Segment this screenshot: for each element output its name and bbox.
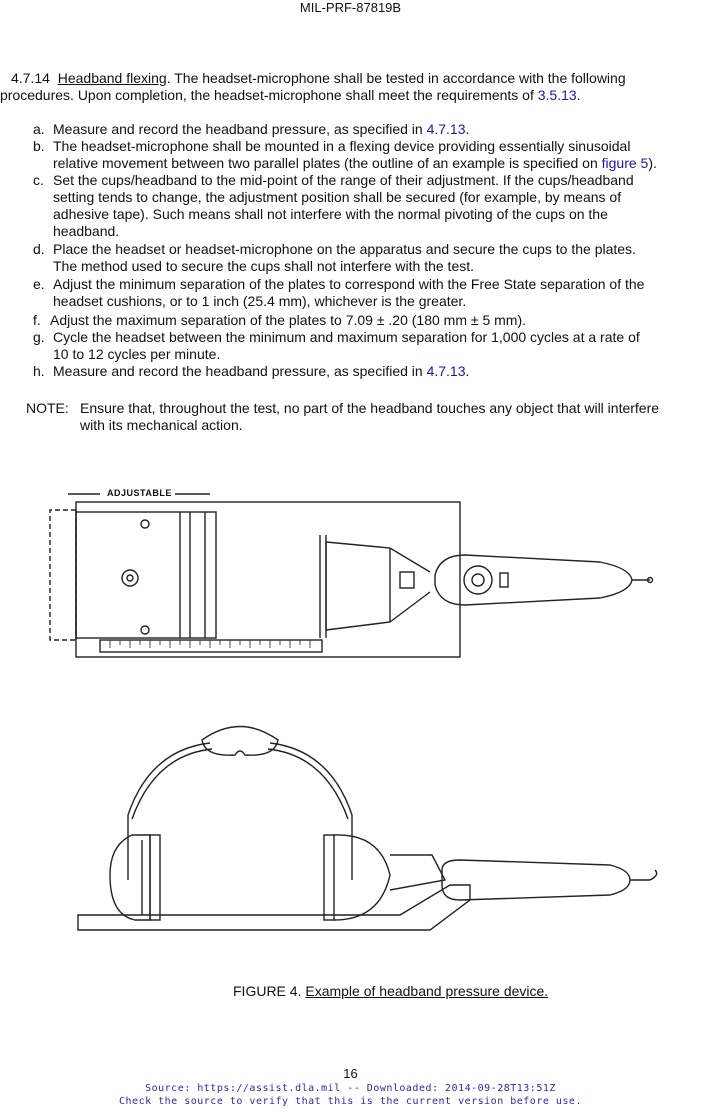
list-item-marker: g. xyxy=(33,329,45,345)
list-item-text: The method used to secure the cups shall… xyxy=(53,258,475,274)
intro-period: . xyxy=(576,87,581,103)
list-item-text: Place the headset or headset-microphone … xyxy=(53,241,636,257)
list-item-text: setting tends to change, the adjustment … xyxy=(53,189,622,205)
list-item-text: Measure and record the headband pressure… xyxy=(53,363,427,379)
footer-source-line: Source: https://assist.dla.mil -- Downlo… xyxy=(145,1083,556,1094)
cross-reference-link[interactable]: 4.7.13 xyxy=(426,121,466,137)
list-item-text: The headset-microphone shall be mounted … xyxy=(53,138,631,154)
ref-link-3-5-13[interactable]: 3.5.13 xyxy=(537,87,577,103)
list-item-line: Cycle the headset between the minimum an… xyxy=(53,329,640,346)
left-ear-cup xyxy=(109,834,151,921)
list-item-text: 10 to 12 cycles per minute. xyxy=(53,346,221,362)
right-plate xyxy=(323,834,335,921)
list-item-marker: d. xyxy=(33,241,45,257)
list-item-text: Adjust the minimum separation of the pla… xyxy=(53,276,645,292)
list-item-line: headset cushions, or to 1 inch (25.4 mm)… xyxy=(53,293,466,310)
list-item-text: adhesive tape). Such means shall not int… xyxy=(53,206,608,222)
cup-mount xyxy=(389,854,447,891)
list-item-punctuation: . xyxy=(465,363,470,379)
note-line-1: Ensure that, throughout the test, no par… xyxy=(80,400,660,416)
list-item-marker: c. xyxy=(33,172,44,188)
figure-caption-prefix: FIGURE 4. xyxy=(233,983,306,999)
intro-text: procedures. Upon completion, the headset… xyxy=(0,87,538,103)
list-item-line: headband. xyxy=(53,223,119,240)
list-item-text: headset cushions, or to 1 inch (25.4 mm)… xyxy=(53,293,467,309)
list-item-punctuation: ). xyxy=(648,155,657,171)
microphone-dial xyxy=(463,565,493,595)
ruler xyxy=(99,639,323,653)
note-label: NOTE: xyxy=(26,400,69,416)
list-item-line: Place the headset or headset-microphone … xyxy=(53,241,636,258)
list-item-line: The headset-microphone shall be mounted … xyxy=(53,138,630,155)
list-item-line: Adjust the maximum separation of the pla… xyxy=(50,312,526,329)
list-item-marker: b. xyxy=(33,138,45,154)
list-item-line: Set the cups/headband to the mid-point o… xyxy=(53,172,634,189)
movable-plate xyxy=(75,511,217,639)
headband-device-top-view xyxy=(49,493,654,658)
section-number: 4.7.14 xyxy=(11,70,50,86)
list-item-punctuation: . xyxy=(465,121,470,137)
note-line-2: with its mechanical action. xyxy=(80,417,243,433)
section-intro-text: . The headset-microphone shall be tested… xyxy=(166,70,626,86)
clip xyxy=(399,571,415,589)
footer-verify-line: Check the source to verify that this is … xyxy=(119,1096,582,1107)
list-item-marker: a. xyxy=(33,121,45,137)
section-intro-line-2: procedures. Upon completion, the headset… xyxy=(0,87,581,104)
list-item-line: 10 to 12 cycles per minute. xyxy=(53,346,220,363)
left-plate xyxy=(149,834,161,921)
right-ear-cup xyxy=(333,834,391,921)
list-item-text: Set the cups/headband to the mid-point o… xyxy=(53,172,634,188)
list-item-marker: e. xyxy=(33,276,45,292)
list-item-line: The method used to secure the cups shall… xyxy=(53,258,474,275)
list-item-text: headband. xyxy=(53,223,120,239)
figure-caption: FIGURE 4. Example of headband pressure d… xyxy=(233,983,548,999)
list-item-line: Measure and record the headband pressure… xyxy=(53,363,469,380)
cup-mount-upper xyxy=(325,541,431,573)
cross-reference-link[interactable]: figure 5 xyxy=(601,155,649,171)
plate-hole-top xyxy=(140,519,150,529)
dashed-plate-outline xyxy=(49,509,76,641)
microphone-body xyxy=(434,554,633,606)
cup-mount-lower xyxy=(325,591,431,631)
list-item-line: relative movement between two parallel p… xyxy=(53,155,657,172)
document-id-header: MIL-PRF-87819B xyxy=(299,0,402,15)
list-item-line: Adjust the minimum separation of the pla… xyxy=(53,276,644,293)
section-title: Headband flexing xyxy=(57,70,167,86)
list-item-marker: h. xyxy=(33,363,45,379)
page-number: 16 xyxy=(343,1066,358,1081)
cross-reference-link[interactable]: 4.7.13 xyxy=(426,363,466,379)
list-item-marker: f. xyxy=(33,312,41,328)
list-item-text: Cycle the headset between the minimum an… xyxy=(53,329,640,345)
headband-device-side-view xyxy=(77,725,658,931)
headband-left xyxy=(127,742,211,816)
section-intro-line-1: 4.7.14 Headband flexing. The headset-mic… xyxy=(11,70,626,87)
plate-center-knob xyxy=(121,569,139,587)
microphone-switch xyxy=(499,572,509,588)
base-plate xyxy=(75,501,461,658)
list-item-text: relative movement between two parallel p… xyxy=(53,155,602,171)
list-item-line: Measure and record the headband pressure… xyxy=(53,121,469,138)
device-base xyxy=(77,884,471,931)
figure-caption-title: Example of headband pressure device. xyxy=(305,983,549,999)
list-item-line: setting tends to change, the adjustment … xyxy=(53,189,621,206)
headband-pad xyxy=(201,725,279,756)
list-item-text: Measure and record the headband pressure… xyxy=(53,121,427,137)
adjustable-label: ADJUSTABLE xyxy=(105,488,174,498)
plate-hole-bottom xyxy=(140,625,150,635)
list-item-line: adhesive tape). Such means shall not int… xyxy=(53,206,608,223)
list-item-text: Adjust the maximum separation of the pla… xyxy=(50,312,527,328)
headband-right xyxy=(269,742,353,816)
